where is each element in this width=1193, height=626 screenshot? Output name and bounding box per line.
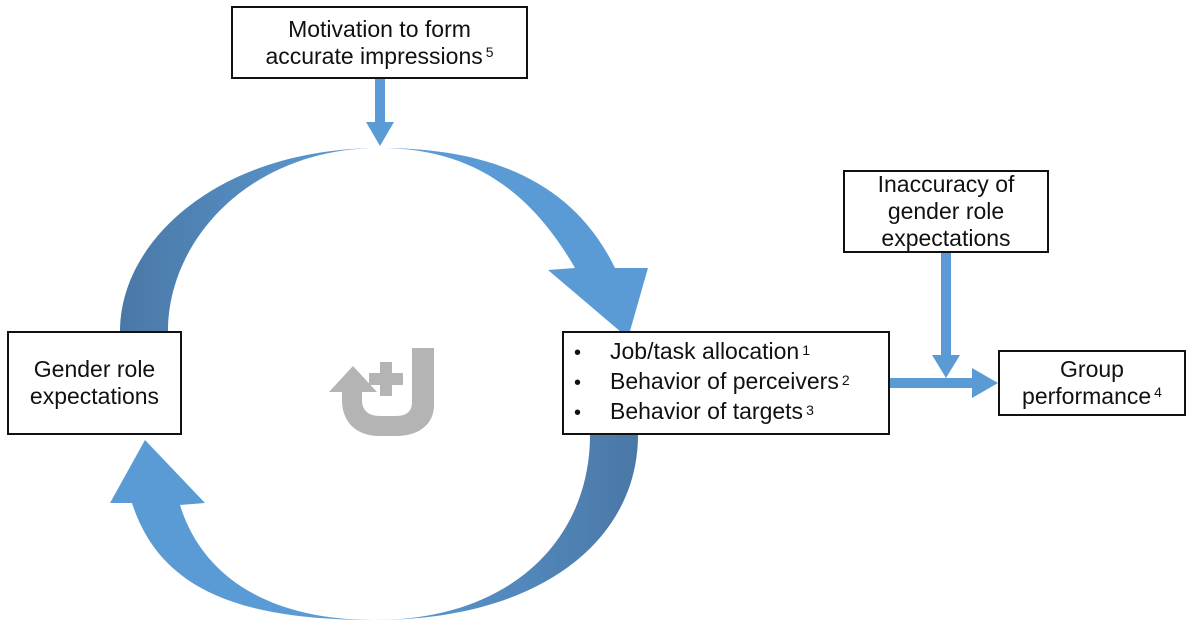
group-performance-line1: Group [1060,356,1124,382]
gender-role-line2: expectations [29,383,160,409]
performance-arrow [890,368,998,398]
bullet-icon: • [574,342,582,364]
motivation-line1: Motivation to form [288,15,471,42]
bullet-icon: • [574,402,582,424]
bullet-icon: • [574,372,582,394]
cycle-arrow-bottom [110,435,638,620]
mediator-label: Behavior of perceivers [610,368,839,394]
inaccuracy-box: Inaccuracy of gender role expectations [843,170,1049,253]
mediator-label: Behavior of targets [610,398,804,424]
mediator-footnote: 1 [802,342,811,358]
mediator-label: Job/task allocation [610,338,800,364]
motivation-line2: accurate impressions [265,42,483,69]
gender-role-box: Gender role expectations [7,331,182,435]
gender-role-line1: Gender role [33,356,156,382]
refresh-cycle-icon [329,348,434,436]
group-performance-line2: performance [1022,383,1152,409]
motivation-arrow [366,79,394,146]
inaccuracy-line1: Inaccuracy of [877,171,1015,197]
motivation-footnote: 5 [485,43,494,60]
mediator-footnote: 3 [806,402,814,418]
group-performance-footnote: 4 [1154,384,1162,400]
inaccuracy-line2: gender role [887,198,1005,224]
inaccuracy-line3: expectations [881,225,1011,251]
inaccuracy-arrow [932,253,960,378]
mediator-footnote: 2 [841,372,850,388]
cycle-arrow-top [120,148,648,338]
